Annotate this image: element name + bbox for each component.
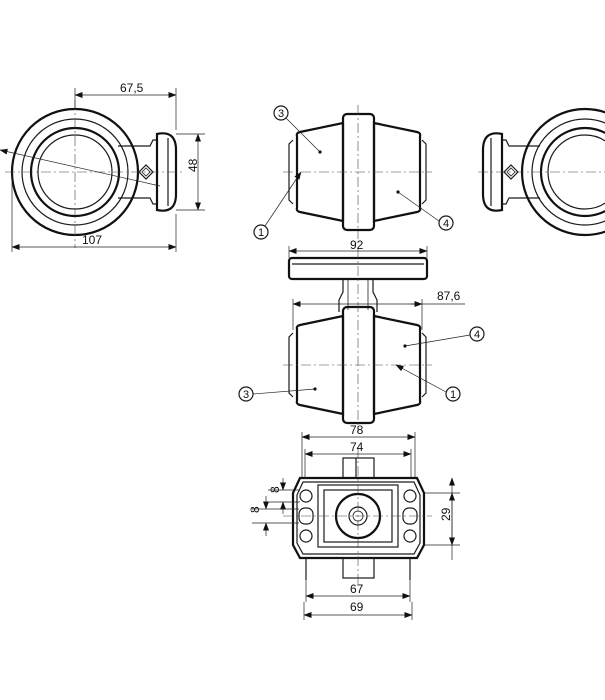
dim-hole-width: 67 <box>350 582 364 596</box>
dim-bottom-height: 29 <box>439 507 453 521</box>
front-view: 3 1 4 <box>253 105 454 240</box>
dim-base-width-69: 69 <box>350 600 364 614</box>
dim-outer-width: 78 <box>350 423 364 437</box>
top-view: 92 87,6 4 3 1 <box>238 238 485 432</box>
callout-4-front: 4 <box>443 218 449 230</box>
dim-top-width: 67,5 <box>120 81 144 95</box>
dim-slot-8b: 8 <box>248 506 262 513</box>
callout-1-front: 1 <box>258 227 264 239</box>
dim-inner-width: 74 <box>350 440 364 454</box>
callout-3-top: 3 <box>243 389 249 401</box>
dim-height: 48 <box>186 158 200 172</box>
callout-1-top: 1 <box>450 389 456 401</box>
callout-3-front: 3 <box>278 108 284 120</box>
bottom-view: 78 74 8 8 29 67 69 <box>248 423 460 620</box>
callout-4-top: 4 <box>474 329 480 341</box>
dim-slot-8a: 8 <box>268 486 282 493</box>
left-side-view: 67,5 107 48 <box>0 81 205 252</box>
dim-bottom-width: 107 <box>82 233 102 247</box>
dim-base-width: 92 <box>350 238 364 252</box>
right-side-view <box>478 107 605 237</box>
dim-body-width: 87,6 <box>437 289 461 303</box>
